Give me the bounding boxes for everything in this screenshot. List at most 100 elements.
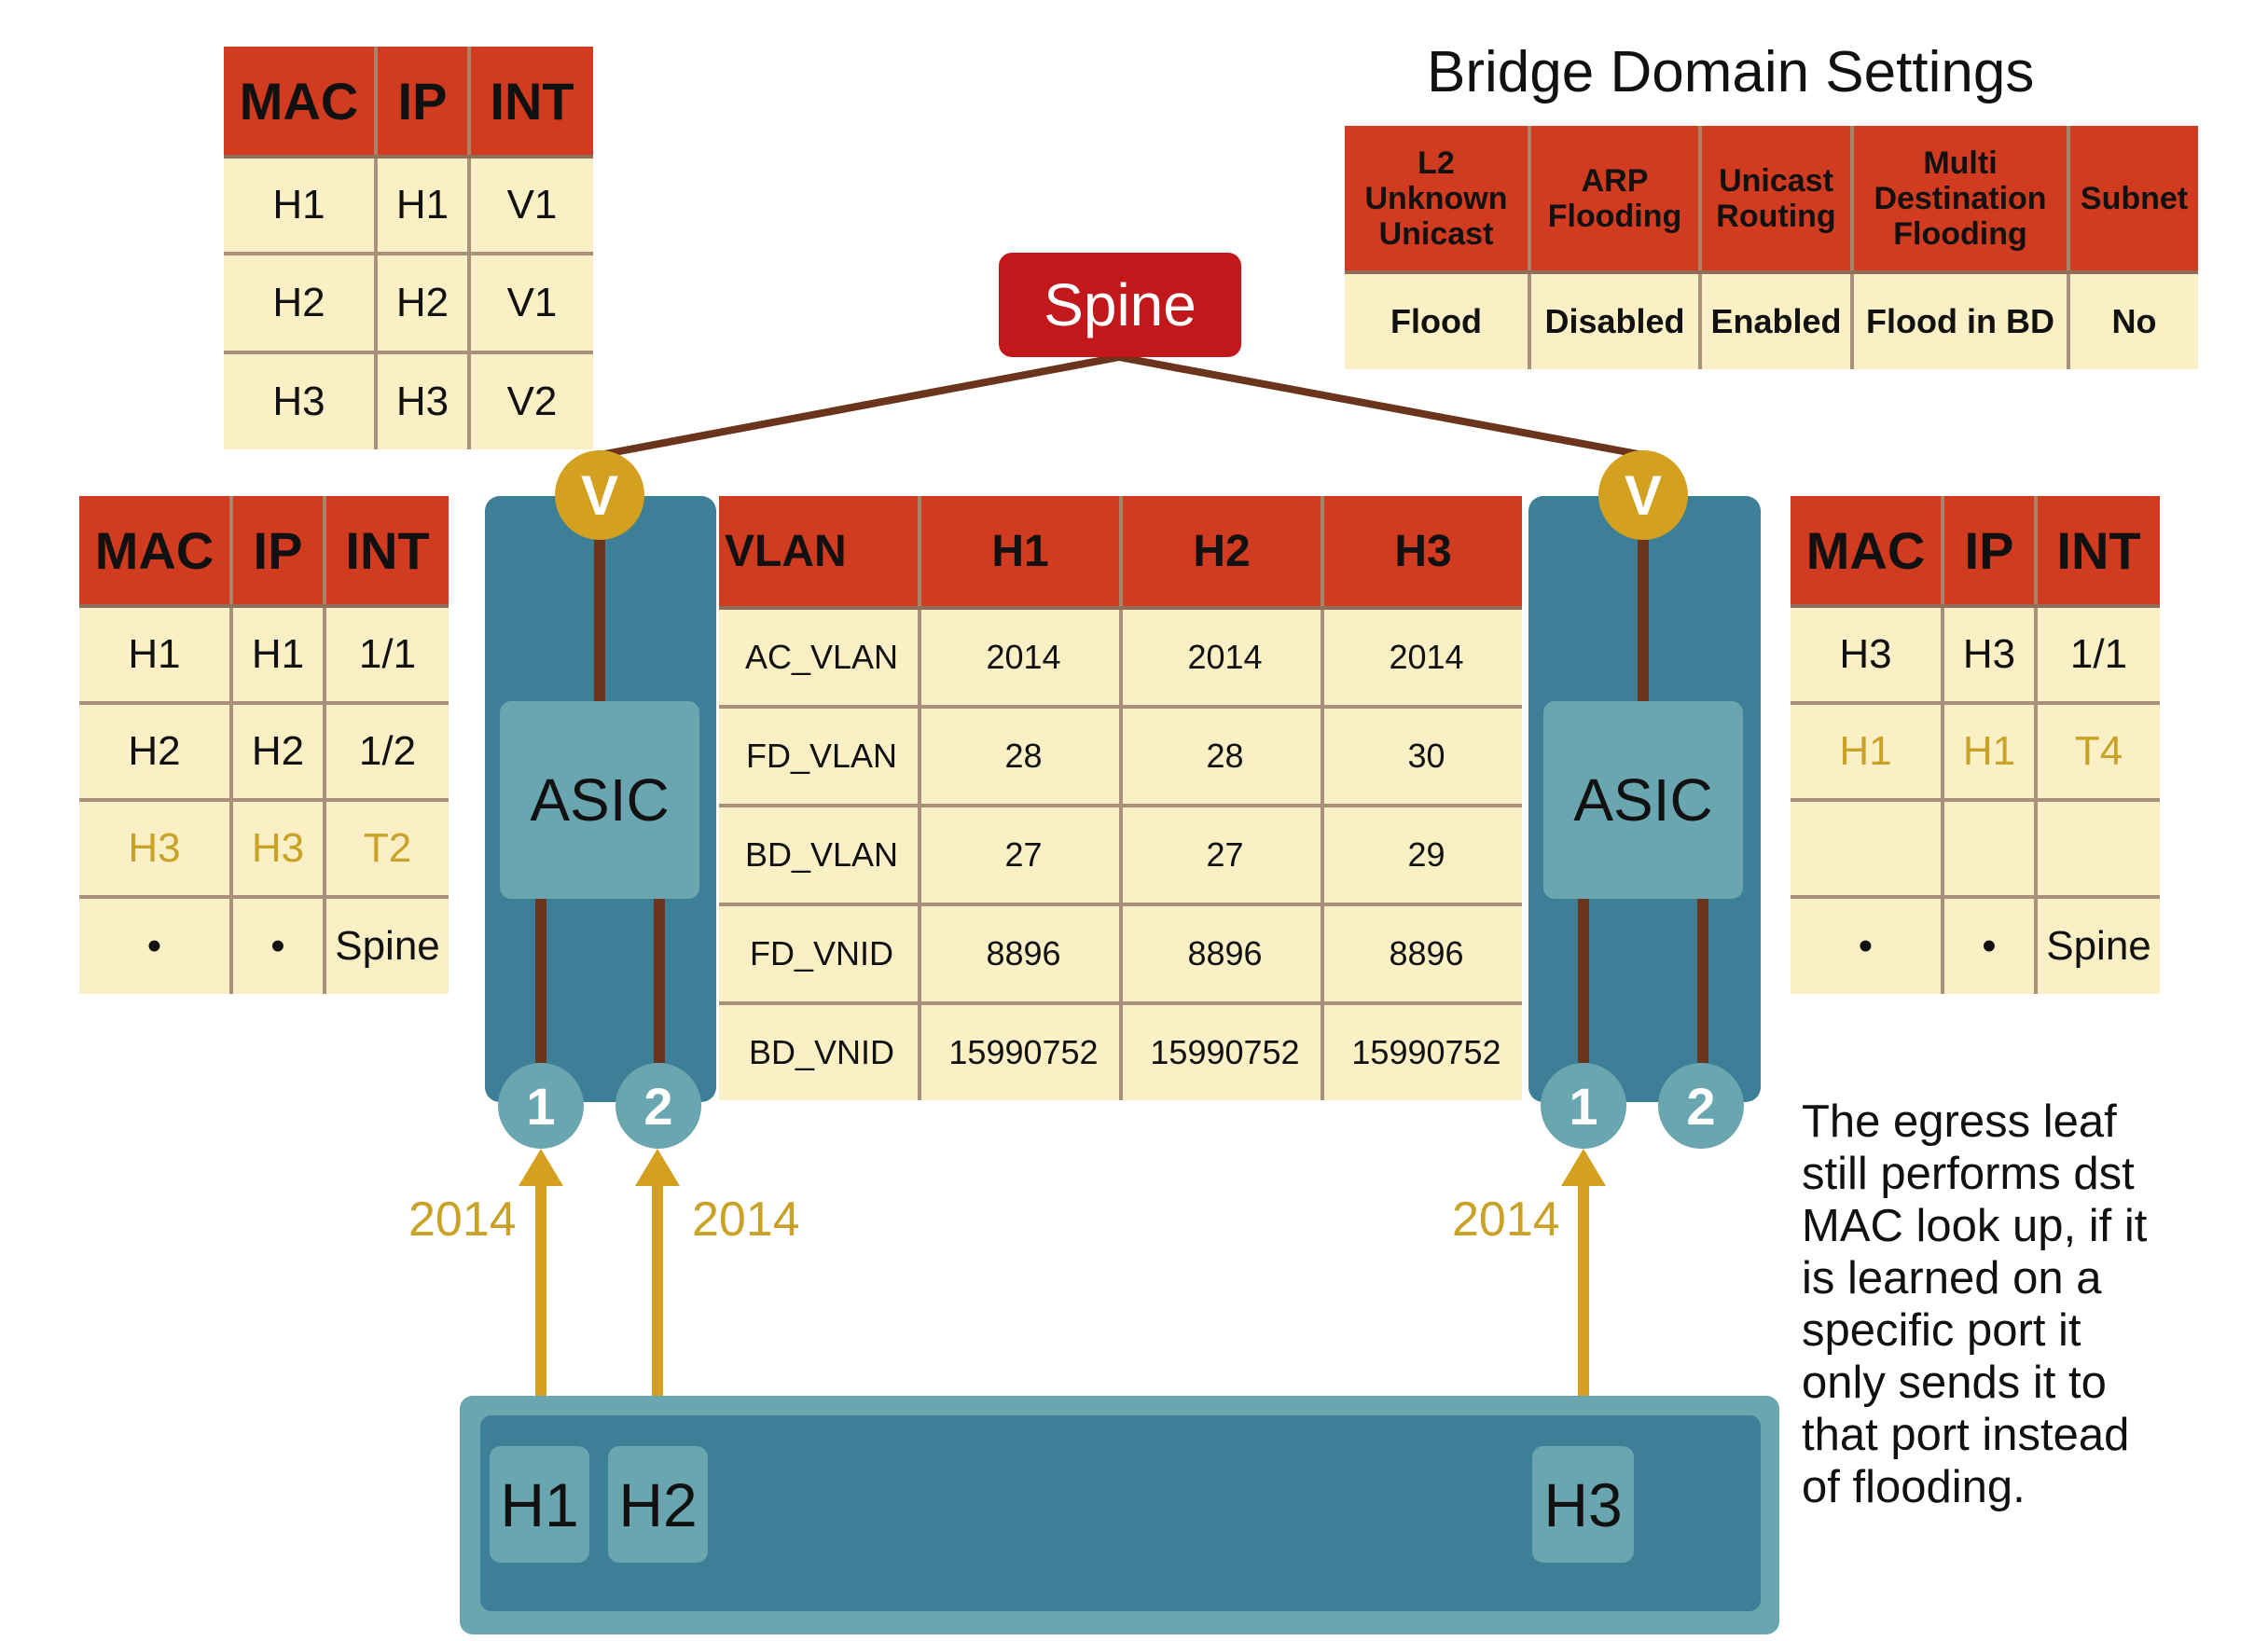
note-line: is learned on a	[1802, 1253, 2102, 1303]
note-line: of flooding.	[1802, 1462, 2026, 1512]
cell: •	[1791, 895, 1944, 994]
h1-link-vlan-label: 2014	[408, 1193, 517, 1247]
col-int: INT	[467, 47, 593, 159]
col-int: INT	[323, 496, 449, 608]
spine-node[interactable]: Spine	[999, 253, 1241, 357]
cell: V1	[467, 252, 593, 354]
cell: 2014	[1119, 606, 1324, 709]
spine-mac-table: MAC IP INT H1 H1 V1 H2 H2 V1 H3 H3 V2	[224, 47, 593, 449]
cell: 28	[1119, 705, 1324, 807]
cell: Spine	[323, 895, 449, 994]
cell: H3	[1791, 604, 1944, 705]
cell: H3	[374, 351, 471, 449]
note-line: specific port it	[1802, 1305, 2081, 1356]
left-vtep-node[interactable]: V	[555, 450, 644, 540]
cell: 2014	[918, 606, 1123, 709]
note-line: that port instead	[1802, 1410, 2130, 1460]
cell: T4	[2034, 701, 2160, 802]
cell: H1	[1941, 701, 2038, 802]
cell	[1941, 798, 2038, 899]
cell: 15990752	[918, 1001, 1123, 1100]
note-line: The egress leaf	[1802, 1096, 2117, 1147]
table-row-highlighted: H3 H3 T2	[79, 798, 449, 899]
cell: No	[2067, 270, 2198, 369]
table-row: H1 H1 V1	[224, 155, 593, 255]
cell: •	[79, 895, 233, 994]
uplink-right	[1118, 353, 1644, 459]
cell: H3	[229, 798, 326, 899]
cell	[2034, 798, 2160, 899]
host-h3[interactable]: H3	[1532, 1446, 1634, 1563]
table-row: H1 H1 1/1	[79, 604, 449, 705]
col-h3: H3	[1321, 496, 1522, 610]
right-asic: ASIC	[1543, 701, 1743, 899]
cell: H1	[374, 155, 471, 255]
cell: Flood in BD	[1850, 270, 2070, 369]
note-line: still performs dst	[1802, 1149, 2135, 1199]
cell: •	[1941, 895, 2038, 994]
host-h2[interactable]: H2	[608, 1446, 708, 1563]
cell: V1	[467, 155, 593, 255]
table-row: Flood Disabled Enabled Flood in BD No	[1345, 270, 2198, 369]
table-row: AC_VLAN 2014 2014 2014	[719, 606, 1522, 709]
col-h1: H1	[918, 496, 1123, 610]
row-label: BD_VLAN	[719, 804, 921, 906]
cell: V2	[467, 351, 593, 449]
table-row: H3 H3 1/1	[1791, 604, 2160, 705]
right-port-1[interactable]: 1	[1541, 1063, 1626, 1149]
col-vlan: VLAN	[719, 496, 921, 610]
row-label: BD_VNID	[719, 1001, 921, 1100]
left-vtep-wire	[594, 522, 605, 704]
table-row: BD_VLAN 27 27 29	[719, 804, 1522, 906]
cell: H3	[79, 798, 233, 899]
left-port-2[interactable]: 2	[615, 1063, 701, 1149]
cell: •	[229, 895, 326, 994]
cell: 27	[1119, 804, 1324, 906]
note-line: only sends it to	[1802, 1358, 2107, 1408]
table-header-row: MAC IP INT	[1791, 496, 2160, 608]
h3-link-vlan-label: 2014	[1452, 1193, 1560, 1247]
right-port-2[interactable]: 2	[1658, 1063, 1744, 1149]
cell: H1	[224, 155, 378, 255]
cell: 1/1	[323, 604, 449, 705]
right-vtep-node[interactable]: V	[1598, 450, 1688, 540]
table-row: H3 H3 V2	[224, 351, 593, 449]
table-row: BD_VNID 15990752 15990752 15990752	[719, 1001, 1522, 1100]
right-port2-wire	[1697, 895, 1708, 1063]
right-port1-wire	[1578, 895, 1589, 1063]
cell: H1	[1791, 701, 1944, 802]
col-mac: MAC	[1791, 496, 1944, 608]
cell: 1/1	[2034, 604, 2160, 705]
cell: 30	[1321, 705, 1522, 807]
cell: Flood	[1345, 270, 1531, 369]
table-header-row: MAC IP INT	[224, 47, 593, 159]
cell: 8896	[918, 903, 1123, 1005]
explanation-note: The egress leaf still performs dst MAC l…	[1802, 1096, 2249, 1513]
row-label: FD_VNID	[719, 903, 921, 1005]
col-int: INT	[2034, 496, 2160, 608]
host-h1[interactable]: H1	[490, 1446, 589, 1563]
cell: H3	[224, 351, 378, 449]
right-leaf-mac-table: MAC IP INT H3 H3 1/1 H1 H1 T4 • • Spine	[1791, 496, 2160, 994]
vlan-table: VLAN H1 H2 H3 AC_VLAN 2014 2014 2014 FD_…	[719, 496, 1522, 1100]
right-vtep-wire	[1638, 522, 1649, 704]
arrow-h1	[519, 1149, 563, 1450]
cell: 28	[918, 705, 1123, 807]
left-port-1[interactable]: 1	[498, 1063, 584, 1149]
h2-link-vlan-label: 2014	[692, 1193, 800, 1247]
col-h2: H2	[1119, 496, 1324, 610]
cell: H2	[224, 252, 378, 354]
table-row: FD_VLAN 28 28 30	[719, 705, 1522, 807]
table-header-row: MAC IP INT	[79, 496, 449, 608]
cell: Disabled	[1528, 270, 1702, 369]
cell	[1791, 798, 1944, 899]
table-row: H2 H2 V1	[224, 252, 593, 354]
row-label: AC_VLAN	[719, 606, 921, 709]
table-row: • • Spine	[79, 895, 449, 994]
cell: 2014	[1321, 606, 1522, 709]
table-row: FD_VNID 8896 8896 8896	[719, 903, 1522, 1005]
